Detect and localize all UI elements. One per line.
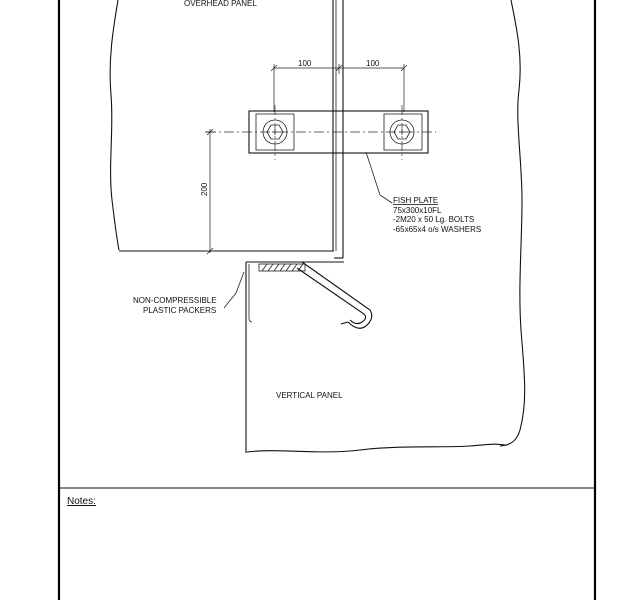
sheet-border (57, 0, 597, 600)
fish-plate-size: 75x300x10FL (393, 206, 442, 215)
dimension-lines (205, 64, 408, 255)
notes-heading: Notes: (67, 496, 96, 507)
packers-label-line1: NON-COMPRESSIBLE (133, 296, 217, 305)
packer-detail (223, 261, 344, 323)
vertical-panel-outline (245, 0, 526, 453)
overhead-panel (109, 0, 337, 252)
fish-plate-washers: -65x65x4 o/s WASHERS (393, 225, 481, 234)
dimension-vertical-label: 200 (200, 182, 209, 196)
hook-bracket (296, 261, 373, 329)
overhead-panel-label: OVERHEAD PANEL (184, 0, 257, 8)
vertical-panel-label: VERTICAL PANEL (276, 391, 343, 400)
packers-label-line2: PLASTIC PACKERS (143, 306, 216, 315)
dimension-right-label: 100 (366, 59, 380, 68)
fish-plate-title: FISH PLATE (393, 196, 438, 205)
fish-plate (206, 105, 436, 204)
fish-plate-bolts: -2M20 x 50 Lg. BOLTS (393, 215, 474, 224)
dimension-left-label: 100 (298, 59, 312, 68)
